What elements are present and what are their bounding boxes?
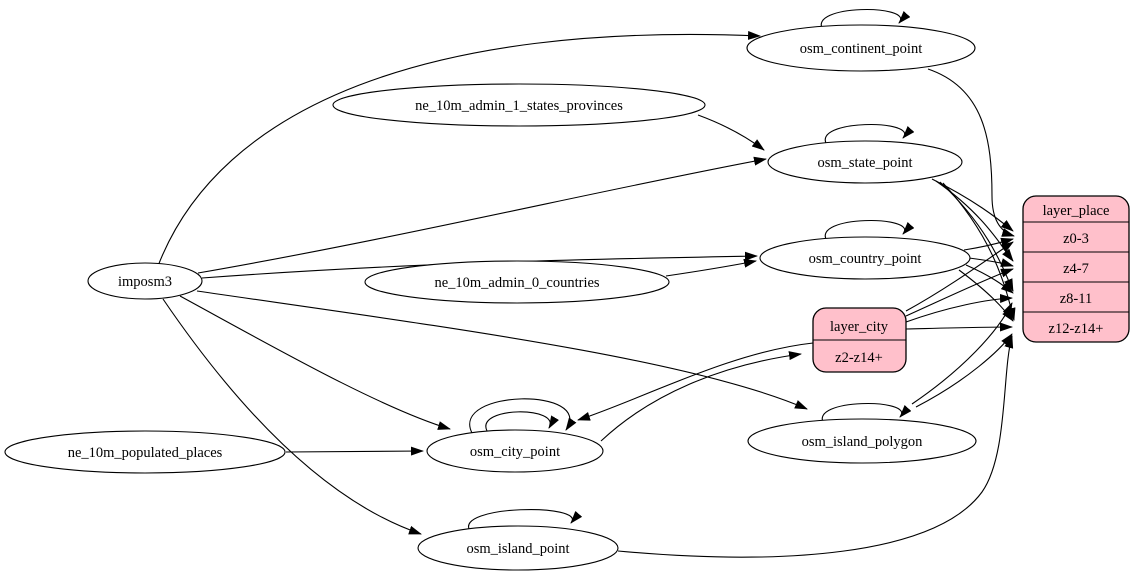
node-imposm3-shape (87, 262, 203, 300)
record-layer_city-title: layer_city (830, 319, 889, 335)
self-loop-osm_city_point-inner (485, 411, 559, 432)
self-loop-osm_continent_point (820, 8, 911, 31)
node-osm_island_point-label: osm_island_point (466, 541, 569, 557)
edge-osm_state_point-layer_place-z8-11 (939, 181, 1014, 292)
node-osm_city_point: osm_city_point (426, 429, 604, 473)
self-loop-osm_city_point-outer (469, 398, 577, 434)
node-ne_10m_populated_places-label: ne_10m_populated_places (68, 445, 223, 461)
node-ne_10m_populated_places: ne_10m_populated_places (4, 430, 286, 474)
edge-layer_city-layer_place-z8-11 (905, 294, 1013, 323)
record-layer_place-title: layer_place (1043, 203, 1110, 219)
self-loop-osm_island_polygon (821, 402, 912, 425)
record-layer_city-row-z2-z14: z2-z14+ (835, 350, 883, 366)
edge-layer_city-layer_place-z0-3 (905, 241, 1014, 312)
edge-osm_island_point-layer_place-z12-z14 (617, 335, 1014, 558)
node-imposm3-label: imposm3 (118, 274, 172, 290)
record-layer_place-row-z8-11: z8-11 (1060, 291, 1092, 307)
edge-imposm3-osm_island_point (162, 298, 422, 535)
edge-osm_continent_point-layer_place-z0-3 (927, 68, 1015, 237)
edge-imposm3-osm_state_point (197, 156, 767, 274)
edge-osm_city_point-layer_city-z2-z14 (600, 351, 802, 442)
node-osm_state_point-shape (767, 140, 963, 184)
node-osm_state_point-label: osm_state_point (817, 155, 912, 171)
record-layer_place-row-z0-3: z0-3 (1063, 231, 1089, 247)
edge-imposm3-osm_city_point (179, 295, 451, 430)
edge-osm_island_polygon-layer_place-z12-z14 (915, 333, 1013, 408)
node-osm_city_point-label: osm_city_point (470, 444, 560, 460)
node-osm_continent_point: osm_continent_point (746, 24, 976, 72)
node-imposm3: imposm3 (87, 262, 203, 300)
edge-osm_island_polygon-layer_place-z8-11 (911, 302, 1013, 405)
node-osm_continent_point-label: osm_continent_point (800, 41, 922, 57)
node-osm_state_point: osm_state_point (767, 140, 963, 184)
node-osm_country_point-shape (759, 236, 971, 280)
self-loop-osm_island_point (468, 509, 583, 532)
record-layer_place: layer_place z0-3 z4-7 z8-11 z12-z14+ (1022, 195, 1130, 343)
edge-imposm3-osm_island_polygon (196, 290, 808, 410)
edge-layer_city-layer_place-z4-7 (905, 268, 1014, 317)
edge-ne_10m_admin_0_countries-osm_country_point (665, 258, 757, 277)
node-ne_10m_admin_1_states_provinces-label: ne_10m_admin_1_states_provinces (415, 98, 623, 114)
node-osm_city_point-shape (426, 429, 604, 473)
record-layer_place-row-z4-7: z4-7 (1063, 261, 1089, 277)
record-layer_city: layer_city z2-z14+ (812, 307, 907, 373)
edge-osm_country_point-layer_place-z12-z14 (958, 269, 1014, 322)
node-ne_10m_populated_places-shape (4, 430, 286, 474)
node-osm_island_point: osm_island_point (417, 525, 619, 571)
node-osm_island_point-shape (417, 525, 619, 571)
node-osm_island_polygon: osm_island_polygon (747, 418, 977, 464)
edge-ne_10m_populated_places-osm_city_point (285, 446, 424, 456)
edge-layer_city-layer_place-z12-z14 (905, 322, 1013, 332)
node-ne_10m_admin_1_states_provinces-shape (332, 83, 706, 127)
self-loop-osm_country_point (824, 219, 915, 242)
node-osm_country_point-label: osm_country_point (809, 251, 922, 267)
node-osm_continent_point-shape (746, 24, 976, 72)
record-layer_place-shape (1022, 195, 1130, 343)
node-ne_10m_admin_1_states_provinces: ne_10m_admin_1_states_provinces (332, 83, 706, 127)
edge-osm_country_point-layer_place-z0-3 (963, 237, 1014, 251)
edge-imposm3-osm_continent_point (157, 30, 761, 267)
edge-osm_country_point-layer_place-z4-7 (968, 257, 1014, 267)
node-ne_10m_admin_0_countries-label: ne_10m_admin_0_countries (434, 275, 599, 291)
edge-layer_city-osm_city_point (577, 342, 814, 421)
edge-osm_country_point-layer_place-z8-11 (965, 264, 1014, 294)
node-osm_island_polygon-shape (747, 418, 977, 464)
edge-ne_10m_admin_1_states_provinces-osm_state_point (697, 114, 765, 151)
node-ne_10m_admin_0_countries: ne_10m_admin_0_countries (364, 260, 670, 304)
node-osm_country_point: osm_country_point (759, 236, 971, 280)
record-layer_place-row-z12-z14: z12-z14+ (1049, 321, 1104, 337)
node-osm_island_polygon-label: osm_island_polygon (802, 434, 924, 450)
node-ne_10m_admin_0_countries-shape (364, 260, 670, 304)
edges (157, 8, 1016, 558)
self-loop-osm_state_point (824, 123, 915, 146)
